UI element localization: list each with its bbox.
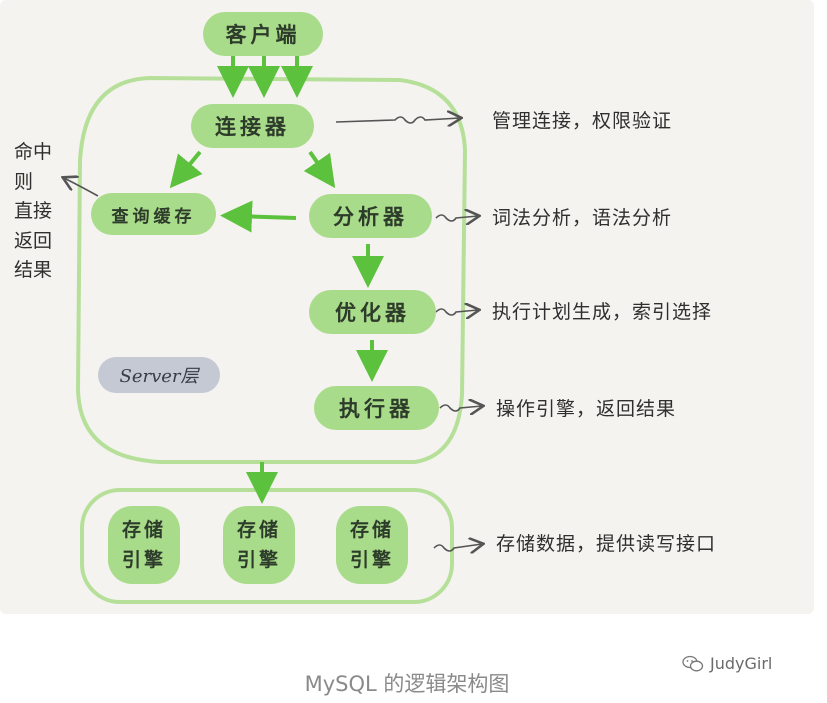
arrow-analyzer-cache: [220, 200, 297, 233]
diagram-lines: [0, 52, 814, 604]
analyzer-note: 词法分析，语法分析: [492, 207, 673, 229]
watermark-text: JudyGirl: [710, 654, 773, 673]
figure-caption: MySQL 的逻辑架构图: [304, 672, 510, 696]
cache-hit-line-2: 则: [14, 170, 34, 193]
executor-node: 执行器: [314, 386, 439, 430]
note-arrow-analyzer: [435, 215, 478, 221]
engine-label-bottom: 引擎: [121, 549, 166, 571]
wechat-icon: [682, 655, 704, 671]
engine-label-bottom: 引擎: [349, 549, 394, 571]
arrow-connector-analyzer: [303, 150, 336, 189]
storage-engine-3: 存储 引擎: [336, 506, 408, 584]
cache-hit-line-1: 命中: [14, 141, 53, 163]
note-arrow-executor: [439, 405, 482, 411]
note-arrow-connector: [335, 117, 460, 123]
engine-label-top: 存储: [349, 519, 394, 541]
query-cache-node: 查询缓存: [91, 193, 216, 235]
arrow-connector-cache: [169, 150, 203, 189]
analyzer-node: 分析器: [309, 194, 432, 238]
cache-hit-note: 命中 则 直接 返回 结果: [14, 138, 54, 286]
engine-label-bottom: 引擎: [236, 549, 281, 571]
arrow-cache-hit: [64, 178, 99, 197]
optimizer-note: 执行计划生成，索引选择: [492, 301, 713, 323]
executor-note: 操作引擎，返回结果: [496, 398, 677, 420]
cache-hit-line-5: 结果: [14, 259, 53, 281]
note-arrow-optimizer: [435, 309, 478, 315]
engine-label-top: 存储: [121, 519, 166, 541]
cache-hit-line-3: 直接: [14, 200, 53, 222]
engine-label-top: 存储: [236, 519, 281, 541]
watermark: JudyGirl: [682, 654, 772, 673]
engine-note: 存储数据，提供读写接口: [496, 533, 717, 555]
server-layer-badge: Server层: [98, 357, 220, 393]
storage-engine-1: 存储 引擎: [108, 506, 180, 584]
note-arrow-engine: [433, 544, 482, 551]
optimizer-node: 优化器: [309, 290, 436, 334]
cache-hit-line-4: 返回: [14, 229, 53, 252]
connector-note: 管理连接，权限验证: [492, 110, 673, 132]
connector-node: 连接器: [191, 104, 314, 148]
client-node: 客户端: [203, 12, 323, 56]
storage-engine-2: 存储 引擎: [223, 506, 295, 584]
